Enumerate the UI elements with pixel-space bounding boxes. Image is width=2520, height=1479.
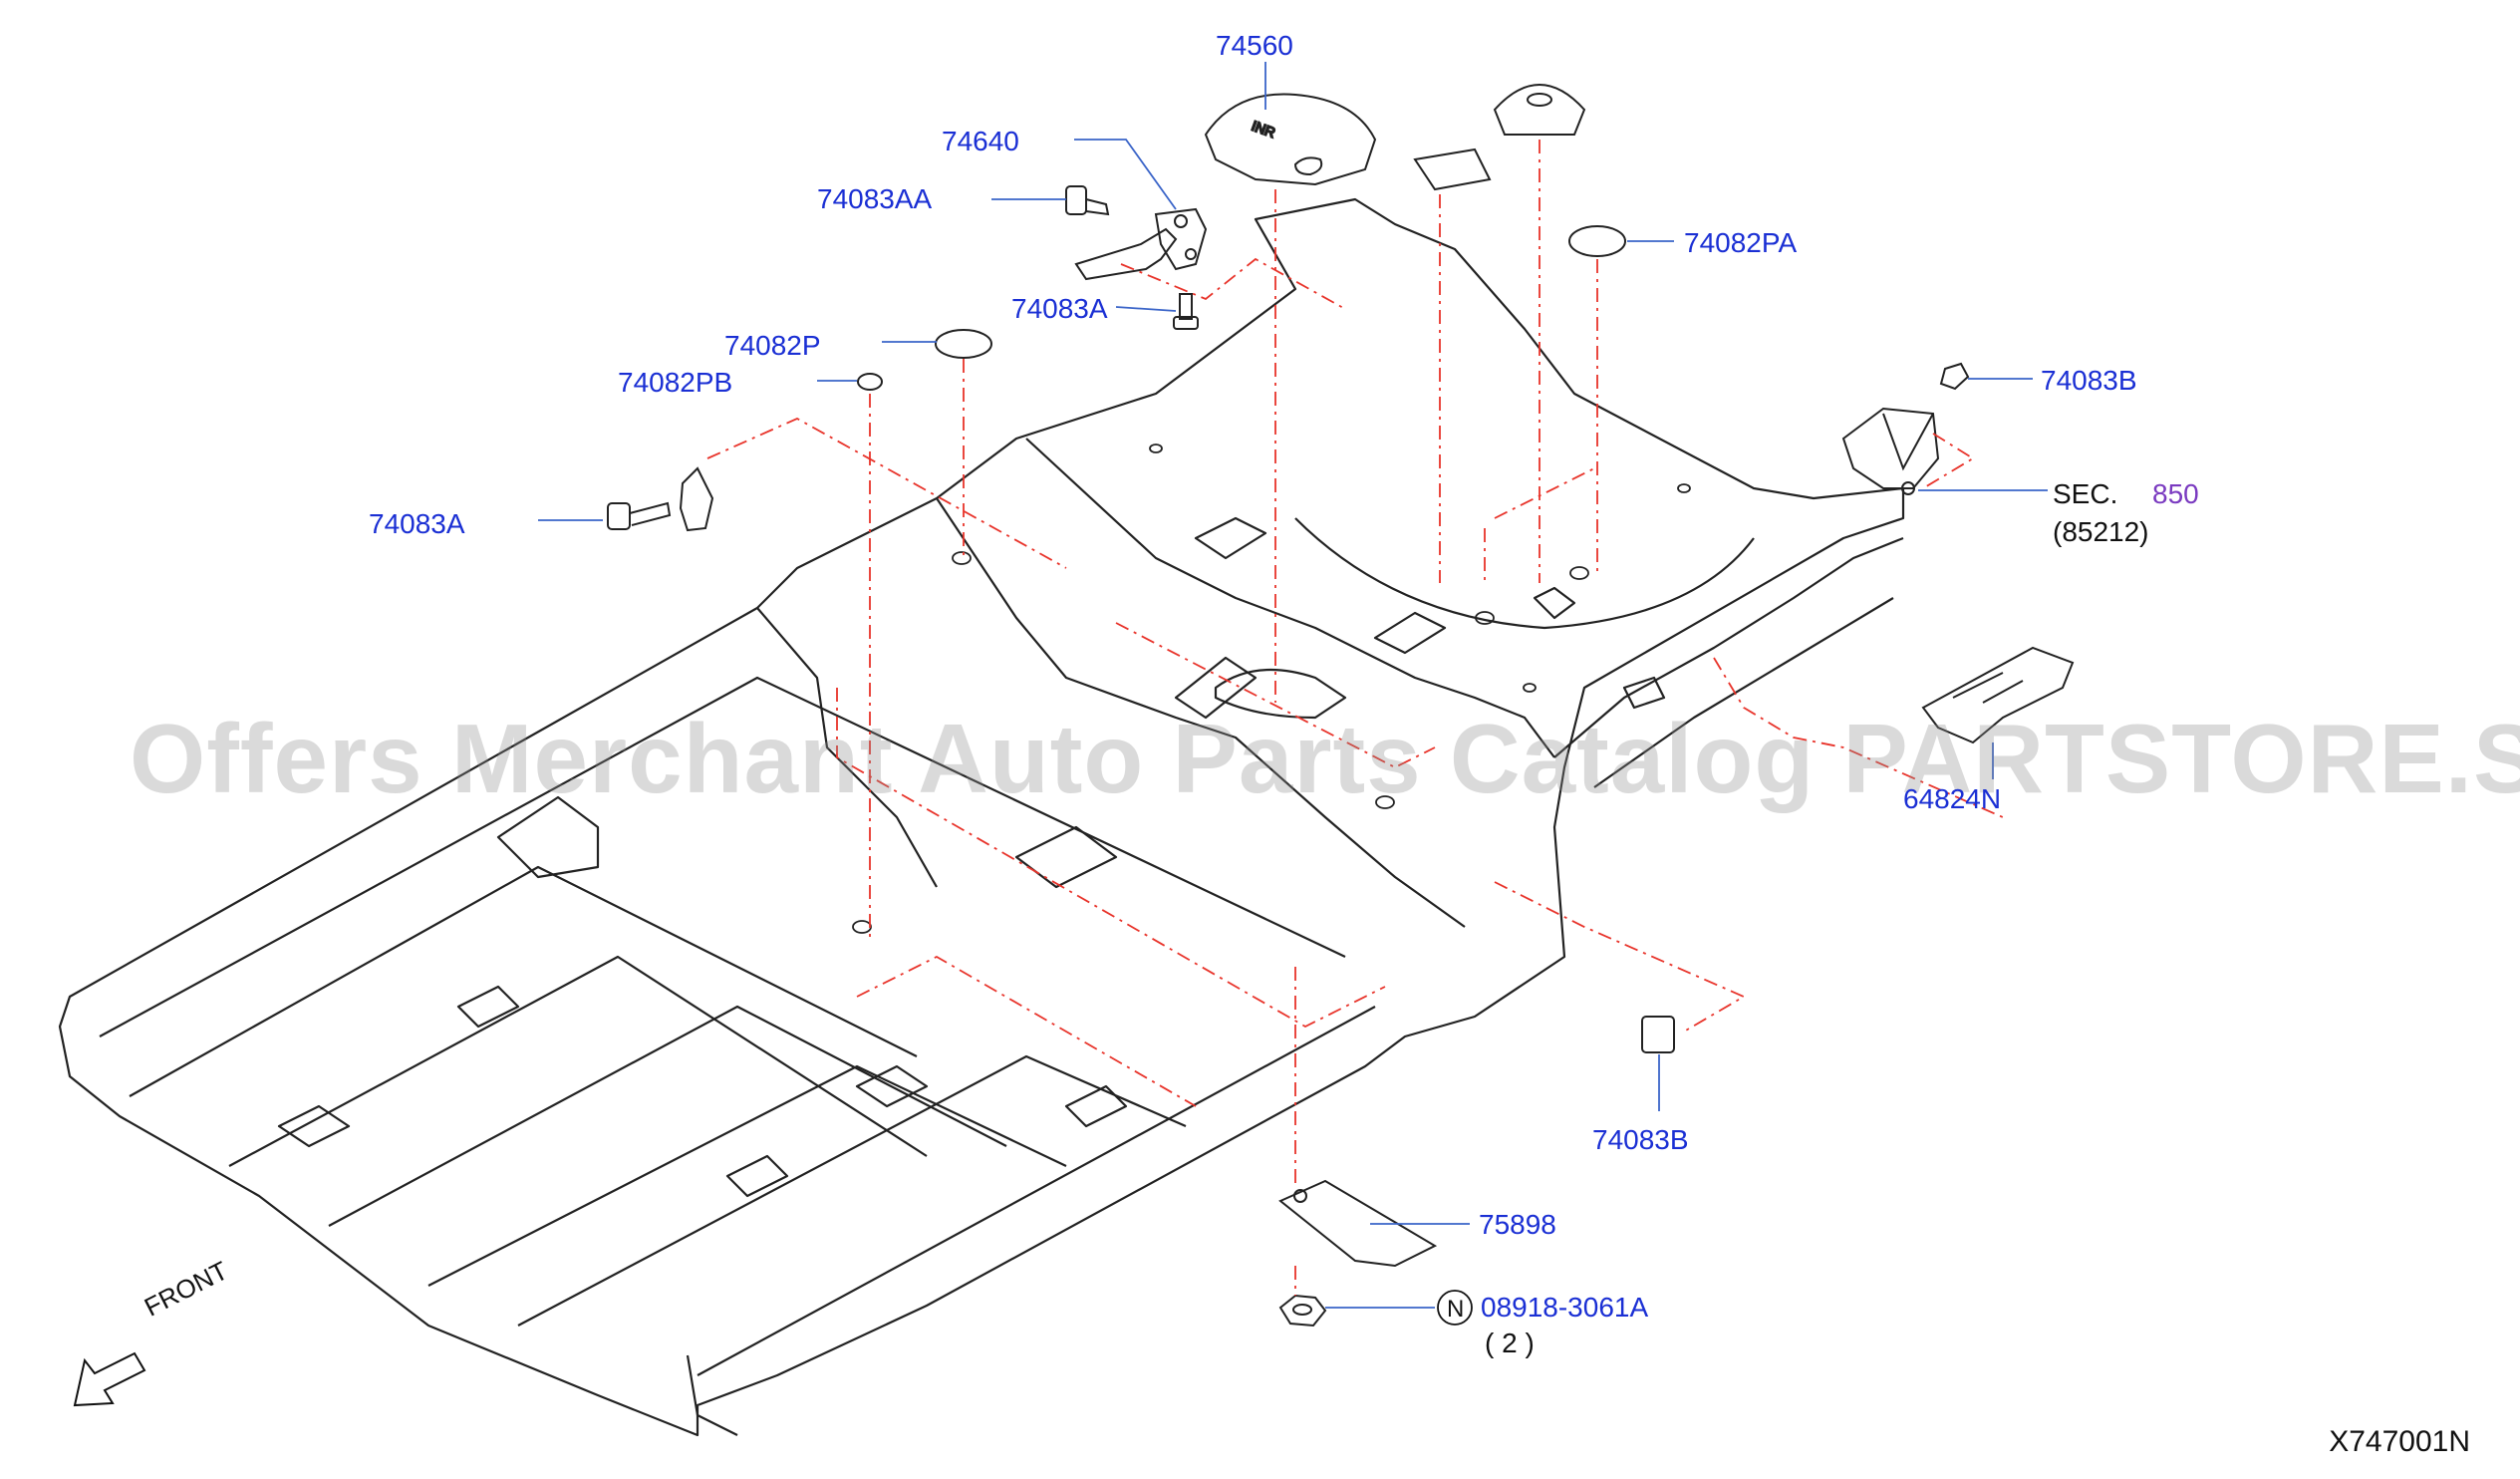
nut-marker-circle (1437, 1290, 1473, 1326)
part-label-74083B-top[interactable]: 74083B (2041, 365, 2137, 396)
part-label-75898[interactable]: 75898 (1479, 1209, 1556, 1240)
watermark-text: Offers Merchant Auto Parts Catalog PARTS… (130, 704, 2520, 813)
part-label-74083A-left[interactable]: 74083A (369, 508, 465, 539)
part-label-74082P[interactable]: 74082P (724, 330, 821, 361)
part-label-74560[interactable]: 74560 (1216, 30, 1293, 61)
floor-panel-outline (58, 197, 1905, 1437)
part-label-74640[interactable]: 74640 (942, 126, 1019, 156)
part-label-74082PA[interactable]: 74082PA (1684, 227, 1798, 258)
part-label-08918-3061A[interactable]: 08918-3061A (1481, 1292, 1649, 1323)
part-74083B-top-nut (1939, 362, 1970, 391)
part-label-74083A-top[interactable]: 74083A (1011, 293, 1108, 324)
part-label-74083AA[interactable]: 74083AA (817, 183, 933, 214)
quantity-note: ( 2 ) (1485, 1328, 1535, 1358)
part-74082PB-plug (857, 373, 883, 391)
sec-sub-code: (85212) (2053, 516, 2149, 547)
sec-label: SEC. (2053, 478, 2118, 509)
part-74083AA-bolt (1065, 185, 1110, 216)
nut-marker-letter: N (1447, 1296, 1465, 1323)
part-74083B-bottom-clip (1641, 1016, 1675, 1053)
part-label-74082PB[interactable]: 74082PB (618, 367, 733, 398)
part-label-74083B-bottom[interactable]: 74083B (1592, 1124, 1689, 1155)
part-74640-bracket (1074, 207, 1208, 281)
part-sec850-bracket (1841, 407, 1940, 495)
front-arrow-icon (73, 1351, 146, 1407)
leader-lines (538, 62, 2048, 1309)
svg-text:INR: INR (1250, 118, 1277, 141)
part-74083A-top-bolt (1173, 293, 1199, 330)
part-64824N-bracket (1921, 646, 2075, 744)
diagram-code: X747001N (2329, 1425, 2470, 1458)
part-08918-nut (1278, 1294, 1327, 1328)
part-74560-spare-tire-cover: INR (1204, 93, 1377, 186)
floor-holes (852, 444, 1691, 934)
part-74082PA-plug (1568, 225, 1626, 257)
sec-number-link[interactable]: 850 (2152, 478, 2199, 509)
part-74083A-left-bolt (607, 466, 714, 532)
part-label-64824N[interactable]: 64824N (1903, 783, 2002, 814)
part-jack-pad-rubber (1413, 84, 1586, 191)
dashed-assembly-lines (706, 140, 2004, 1296)
part-74082P-plug (935, 329, 992, 359)
part-75898-cover (1278, 1179, 1438, 1268)
